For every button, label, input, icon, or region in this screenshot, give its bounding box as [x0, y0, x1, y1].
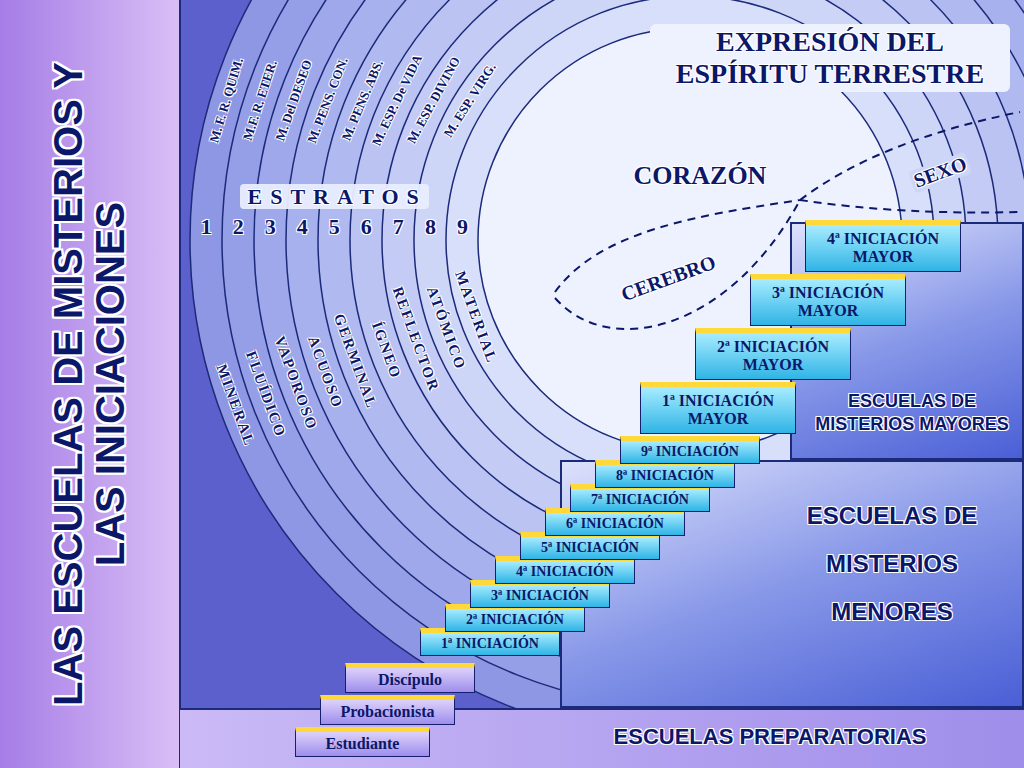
step-label: Probacionista — [341, 703, 435, 721]
stair-step: 9ª INICIACIÓN — [620, 436, 760, 464]
stratum-ring — [190, 0, 1024, 740]
stratum-number: 9 — [457, 214, 468, 239]
step-label: 6ª INICIACIÓN — [566, 516, 664, 532]
step-label: 1ª INICIACIÓN — [441, 636, 539, 652]
stair-step: 4ª INICIACIÓN — [495, 556, 635, 584]
band-heading: ESCUELAS PREPARATORIAS — [560, 724, 980, 750]
step-label: 9ª INICIACIÓN — [641, 444, 739, 460]
center-label: CORAZÓN — [634, 161, 767, 191]
stair-step: 3ª INICIACIÓN — [470, 580, 610, 608]
stratum-number: 4 — [297, 214, 308, 239]
stair-step: Discípulo — [345, 663, 475, 693]
world-label: M. F. R. QUIM. — [207, 56, 247, 145]
stair-step: 3ª INICIACIÓN MAYOR — [750, 274, 906, 326]
stratum-number: 3 — [265, 214, 276, 239]
step-label: 3ª INICIACIÓN — [491, 588, 589, 604]
strata-rings — [190, 0, 1024, 740]
stair-step: 6ª INICIACIÓN — [545, 508, 685, 536]
stair-step: 7ª INICIACIÓN — [570, 484, 710, 512]
step-label: 3ª INICIACIÓN MAYOR — [755, 284, 901, 321]
step-label: 1ª INICIACIÓN MAYOR — [645, 392, 791, 429]
stair-step: 2ª INICIACIÓN — [445, 604, 585, 632]
stratum-number: 1 — [201, 214, 212, 239]
step-label: 4ª INICIACIÓN MAYOR — [810, 230, 956, 267]
step-label: Discípulo — [378, 671, 442, 689]
step-label: Estudiante — [326, 735, 400, 753]
center-label: SEXO — [908, 151, 973, 193]
step-label: 2ª INICIACIÓN — [466, 612, 564, 628]
stair-step: 5ª INICIACIÓN — [520, 532, 660, 560]
world-label: M.F. R. ETER. — [240, 58, 280, 142]
dashed-curve — [800, 112, 1020, 200]
stair-step: 8ª INICIACIÓN — [595, 460, 735, 488]
stair-step: 4ª INICIACIÓN MAYOR — [805, 220, 961, 272]
heading-label: EXPRESIÓN DEL ESPÍRITU TERRESTRE — [650, 24, 1010, 92]
title-bar — [0, 0, 180, 768]
step-label: 8ª INICIACIÓN — [616, 468, 714, 484]
stratum-ring — [222, 0, 1024, 708]
title-text: LAS ESCUELAS DE MISTERIOS Y LAS INICIACI… — [47, 34, 131, 734]
stair-step: Probacionista — [320, 695, 455, 725]
band-heading: ESCUELAS DE MISTERIOS MENORES — [772, 492, 1012, 636]
stair-step: Estudiante — [295, 727, 430, 757]
stratum-number: 6 — [361, 214, 372, 239]
stair-step: 2ª INICIACIÓN MAYOR — [695, 328, 851, 380]
step-label: 2ª INICIACIÓN MAYOR — [700, 338, 846, 375]
stratum-number: 2 — [233, 214, 244, 239]
dashed-curve — [800, 200, 1020, 213]
divider-line — [179, 0, 181, 768]
strata-heading: ESTRATOS — [240, 184, 429, 209]
stair-step: 1ª INICIACIÓN MAYOR — [640, 382, 796, 434]
step-label: 7ª INICIACIÓN — [591, 492, 689, 508]
stratum-label: ÍGNEO — [367, 320, 404, 382]
stratum-number: 5 — [329, 214, 340, 239]
stair-step: 1ª INICIACIÓN — [420, 628, 560, 656]
band-heading: ESCUELAS DE MISTERIOS MAYORES — [802, 390, 1022, 435]
stratum-number: 8 — [425, 214, 436, 239]
step-label: 5ª INICIACIÓN — [541, 540, 639, 556]
stratum-number: 7 — [393, 214, 404, 239]
center-label: CEREBRO — [618, 250, 719, 305]
step-label: 4ª INICIACIÓN — [516, 564, 614, 580]
